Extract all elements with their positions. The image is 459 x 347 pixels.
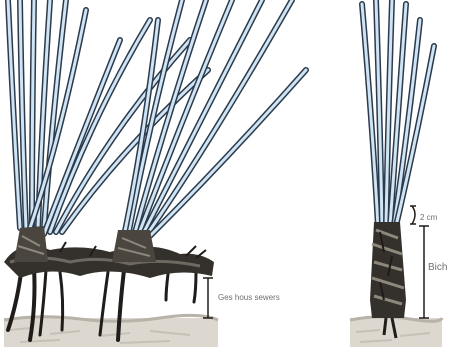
right-side-measure-label: Bich [428,262,447,273]
left-sediment [4,315,218,347]
left-measure-label: Ges hous sewers [218,293,280,302]
right-top-measure-label: 2 cm [420,213,438,222]
